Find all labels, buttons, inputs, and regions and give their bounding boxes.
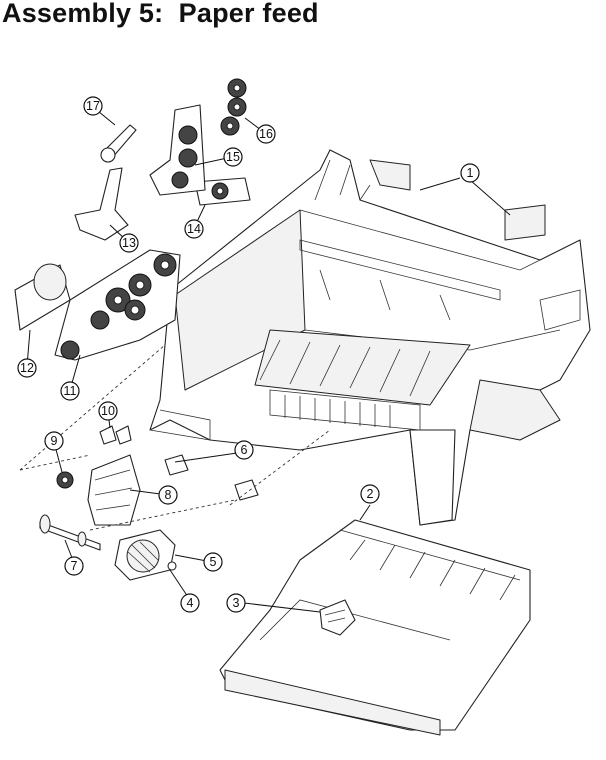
callout-5: 5 <box>203 552 223 572</box>
svg-text:11: 11 <box>64 384 77 398</box>
callout-15: 15 <box>223 147 243 167</box>
main-frame <box>149 149 591 526</box>
paper-tray <box>219 519 531 736</box>
svg-text:5: 5 <box>210 555 217 569</box>
pick-roller-assembly <box>114 529 177 581</box>
svg-text:4: 4 <box>187 596 194 610</box>
svg-text:12: 12 <box>20 361 34 375</box>
feed-unit-8 <box>87 454 141 526</box>
motor-12 <box>14 263 71 331</box>
gear-9 <box>56 471 74 489</box>
svg-text:6: 6 <box>241 443 248 457</box>
svg-text:7: 7 <box>71 559 78 573</box>
callout-6: 6 <box>234 440 254 460</box>
svg-text:14: 14 <box>187 222 201 236</box>
callout-12: 12 <box>17 358 37 378</box>
gear-stack-16 <box>220 78 247 136</box>
svg-text:13: 13 <box>122 236 136 250</box>
svg-text:16: 16 <box>259 127 273 141</box>
callout-9: 9 <box>44 431 64 451</box>
callout-1: 1 <box>460 163 480 183</box>
svg-text:3: 3 <box>233 596 240 610</box>
link-17 <box>100 124 137 163</box>
svg-text:10: 10 <box>101 404 115 418</box>
shaft <box>39 514 101 551</box>
svg-text:17: 17 <box>86 99 100 113</box>
callout-8: 8 <box>158 485 178 505</box>
callout-2: 2 <box>360 484 380 504</box>
gear-assembly-14 <box>194 177 251 206</box>
svg-text:1: 1 <box>467 166 474 180</box>
callout-7: 7 <box>64 556 84 576</box>
tray-pick-mechanism <box>319 599 356 636</box>
callout-10: 10 <box>98 401 118 421</box>
svg-text:9: 9 <box>51 434 58 448</box>
callout-16: 16 <box>256 124 276 144</box>
gear-plate-11 <box>54 249 181 361</box>
alignment-lines <box>19 344 331 531</box>
callout-17: 17 <box>83 96 103 116</box>
callout-11: 11 <box>60 381 80 401</box>
gear-cluster-15 <box>149 104 206 196</box>
svg-text:15: 15 <box>226 150 240 164</box>
callout-4: 4 <box>180 593 200 613</box>
callout-13: 13 <box>119 233 139 253</box>
svg-text:2: 2 <box>367 487 374 501</box>
callout-3: 3 <box>226 593 246 613</box>
bracket-10 <box>99 425 132 445</box>
svg-text:8: 8 <box>165 488 172 502</box>
bracket-13 <box>74 167 129 241</box>
callout-14: 14 <box>184 219 204 239</box>
guide-6 <box>164 454 259 501</box>
page-title: Assembly 5: Paper feed <box>2 0 319 28</box>
